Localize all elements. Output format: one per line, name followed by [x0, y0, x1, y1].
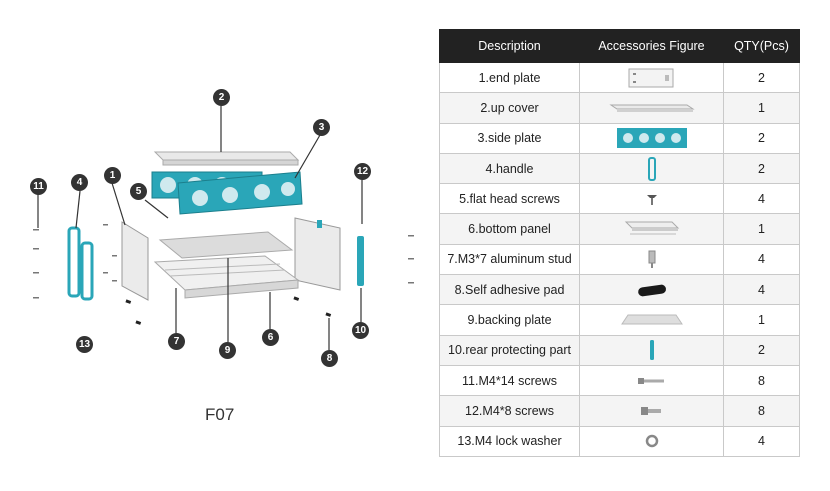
row-description: 8.Self adhesive pad: [439, 274, 580, 306]
table-row: 1.end plate 2: [439, 61, 800, 94]
lock-washer-icon: [579, 425, 724, 457]
callout-6: 6: [262, 329, 279, 346]
row-description: 6.bottom panel: [439, 213, 580, 245]
header-accessories-figure: Accessories Figure: [579, 29, 724, 63]
header-description: Description: [439, 29, 580, 63]
row-qty: 8: [723, 395, 800, 427]
table-row: 4.handle 2: [439, 152, 800, 185]
row-description: 11.M4*14 screws: [439, 364, 580, 397]
callout-9: 9: [219, 342, 236, 359]
table-header-row: Description Accessories Figure QTY(Pcs): [439, 29, 800, 63]
row-qty: 2: [723, 334, 800, 366]
row-description: 12.M4*8 screws: [439, 395, 580, 427]
table-row: 7.M3*7 aluminum stud 4: [439, 243, 800, 276]
up-cover-icon: [579, 92, 724, 124]
callout-7: 7: [168, 333, 185, 350]
row-qty: 8: [723, 364, 800, 397]
row-description: 13.M4 lock washer: [439, 425, 580, 457]
row-qty: 1: [723, 304, 800, 336]
end-plate-icon: [579, 61, 724, 94]
row-description: 7.M3*7 aluminum stud: [439, 243, 580, 276]
flat-head-screw-icon: [579, 183, 724, 215]
callout-3: 3: [313, 119, 330, 136]
enclosure-exploded-illustration: [33, 106, 414, 350]
row-qty: 1: [723, 213, 800, 245]
m4x8-screw-icon: [579, 395, 724, 427]
accessories-table: Description Accessories Figure QTY(Pcs) …: [439, 29, 800, 457]
table-row: 13.M4 lock washer 4: [439, 425, 800, 457]
backing-plate-icon: [579, 304, 724, 336]
bottom-panel-icon: [579, 213, 724, 245]
aluminum-stud-icon: [579, 243, 724, 276]
row-description: 4.handle: [439, 152, 580, 185]
header-qty: QTY(Pcs): [723, 29, 800, 63]
table-row: 9.backing plate 1: [439, 304, 800, 336]
rear-protecting-part-icon: [579, 334, 724, 366]
side-plate-icon: [579, 122, 724, 154]
row-qty: 4: [723, 425, 800, 457]
row-description: 10.rear protecting part: [439, 334, 580, 366]
table-row: 12.M4*8 screws 8: [439, 395, 800, 427]
callout-13: 13: [76, 336, 93, 353]
figure-label: F07: [205, 405, 235, 424]
adhesive-pad-icon: [579, 274, 724, 306]
row-qty: 2: [723, 122, 800, 154]
table-row: 5.flat head screws 4: [439, 183, 800, 215]
m4x14-screw-icon: [579, 364, 724, 397]
row-description: 5.flat head screws: [439, 183, 580, 215]
callout-5: 5: [130, 183, 147, 200]
callout-2: 2: [213, 89, 230, 106]
callout-1: 1: [104, 167, 121, 184]
row-qty: 4: [723, 183, 800, 215]
callout-12: 12: [354, 163, 371, 180]
callout-4: 4: [71, 174, 88, 191]
row-description: 2.up cover: [439, 92, 580, 124]
table-row: 2.up cover 1: [439, 92, 800, 124]
table-row: 8.Self adhesive pad 4: [439, 274, 800, 306]
table-row: 10.rear protecting part 2: [439, 334, 800, 366]
table-row: 11.M4*14 screws 8: [439, 364, 800, 397]
row-qty: 4: [723, 243, 800, 276]
exploded-diagram: 2 3 1 5 4 11 12 10 13 7 9 6 8 F07: [30, 89, 414, 424]
row-description: 3.side plate: [439, 122, 580, 154]
row-description: 9.backing plate: [439, 304, 580, 336]
row-qty: 4: [723, 274, 800, 306]
row-qty: 2: [723, 61, 800, 94]
callout-10: 10: [352, 322, 369, 339]
callout-11: 11: [30, 178, 47, 195]
row-qty: 1: [723, 92, 800, 124]
row-description: 1.end plate: [439, 61, 580, 94]
table-row: 6.bottom panel 1: [439, 213, 800, 245]
row-qty: 2: [723, 152, 800, 185]
callout-8: 8: [321, 350, 338, 367]
handle-icon: [579, 152, 724, 185]
table-row: 3.side plate 2: [439, 122, 800, 154]
